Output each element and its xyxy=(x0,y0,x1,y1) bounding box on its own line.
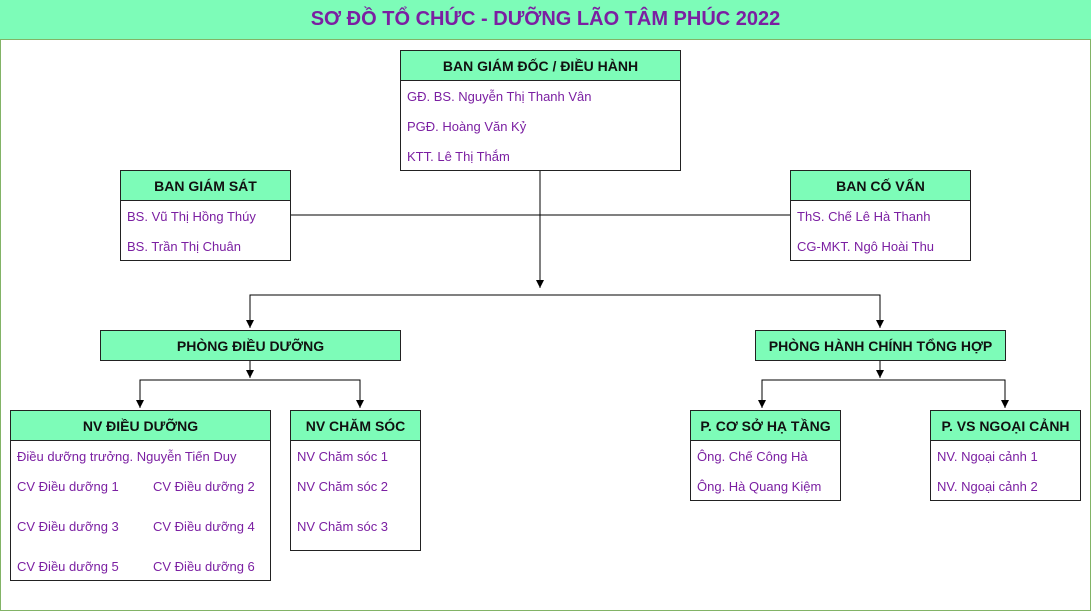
board-header: BAN GIÁM ĐỐC / ĐIỀU HÀNH xyxy=(401,51,680,81)
board-member: KTT. Lê Thị Thắm xyxy=(407,149,510,164)
advisory-header: BAN CỐ VẤN xyxy=(791,171,970,201)
landscape-member: NV. Ngoại cảnh 2 xyxy=(937,479,1038,494)
nurse-staff: CV Điều dưỡng 5 xyxy=(17,559,119,574)
title-bar: SƠ ĐỒ TỔ CHỨC - DƯỠNG LÃO TÂM PHÚC 2022 xyxy=(0,0,1091,40)
landscape-member: NV. Ngoại cảnh 1 xyxy=(937,449,1038,464)
infrastructure-box: P. CƠ SỞ HẠ TẦNG Ông. Chế Công Hà Ông. H… xyxy=(690,410,841,501)
admin-dept-box: PHÒNG HÀNH CHÍNH TỔNG HỢP xyxy=(755,330,1006,361)
nurse-staff: CV Điều dưỡng 1 xyxy=(17,479,119,494)
nurse-staff: CV Điều dưỡng 4 xyxy=(153,519,255,534)
head-nurse: Điều dưỡng trưởng. Nguyễn Tiến Duy xyxy=(17,449,237,464)
connector-to-caregivers xyxy=(250,379,364,408)
supervision-member: BS. Trần Thị Chuân xyxy=(127,239,241,254)
nurse-staff: CV Điều dưỡng 6 xyxy=(153,559,255,574)
advisory-member: CG-MKT. Ngô Hoài Thu xyxy=(797,239,935,254)
advisory-box: BAN CỐ VẤN ThS. Chế Lê Hà Thanh CG-MKT. … xyxy=(790,170,971,261)
connector-to-nursing-dept xyxy=(246,294,540,328)
board-member: GĐ. BS. Nguyễn Thị Thanh Vân xyxy=(407,89,592,104)
nurse-staff: CV Điều dưỡng 2 xyxy=(153,479,255,494)
caregiver-member: NV Chăm sóc 2 xyxy=(297,479,389,494)
caregiver-member: NV Chăm sóc 1 xyxy=(297,449,389,464)
connector-to-landscape xyxy=(880,379,1009,408)
nurse-staff: CV Điều dưỡng 3 xyxy=(17,519,119,534)
board-box: BAN GIÁM ĐỐC / ĐIỀU HÀNH GĐ. BS. Nguyễn … xyxy=(400,50,681,171)
page-title: SƠ ĐỒ TỔ CHỨC - DƯỠNG LÃO TÂM PHÚC 2022 xyxy=(310,8,781,30)
nurses-header: NV ĐIỀU DƯỠNG xyxy=(11,411,270,441)
nursing-dept-box: PHÒNG ĐIỀU DƯỠNG xyxy=(100,330,401,361)
landscape-header: P. VS NGOẠI CẢNH xyxy=(931,411,1080,441)
infrastructure-header: P. CƠ SỞ HẠ TẦNG xyxy=(691,411,840,441)
caregivers-box: NV CHĂM SÓC NV Chăm sóc 1 NV Chăm sóc 2 … xyxy=(290,410,421,551)
caregiver-member: NV Chăm sóc 3 xyxy=(297,519,389,534)
landscape-box: P. VS NGOẠI CẢNH NV. Ngoại cảnh 1 NV. Ng… xyxy=(930,410,1081,501)
supervision-box: BAN GIÁM SÁT BS. Vũ Thị Hồng Thúy BS. Tr… xyxy=(120,170,291,261)
board-member: PGĐ. Hoàng Văn Kỷ xyxy=(407,119,527,134)
supervision-member: BS. Vũ Thị Hồng Thúy xyxy=(127,209,256,224)
infrastructure-member: Ông. Hà Quang Kiệm xyxy=(697,479,822,494)
connector-to-admin-dept xyxy=(540,294,884,328)
supervision-header: BAN GIÁM SÁT xyxy=(121,171,290,201)
connector-to-infrastructure xyxy=(758,379,880,408)
infrastructure-member: Ông. Chế Công Hà xyxy=(697,449,808,464)
advisory-member: ThS. Chế Lê Hà Thanh xyxy=(797,209,931,224)
caregivers-header: NV CHĂM SÓC xyxy=(291,411,420,441)
nurses-box: NV ĐIỀU DƯỠNG Điều dưỡng trưởng. Nguyễn … xyxy=(10,410,271,581)
connector-to-nurses xyxy=(136,379,250,408)
